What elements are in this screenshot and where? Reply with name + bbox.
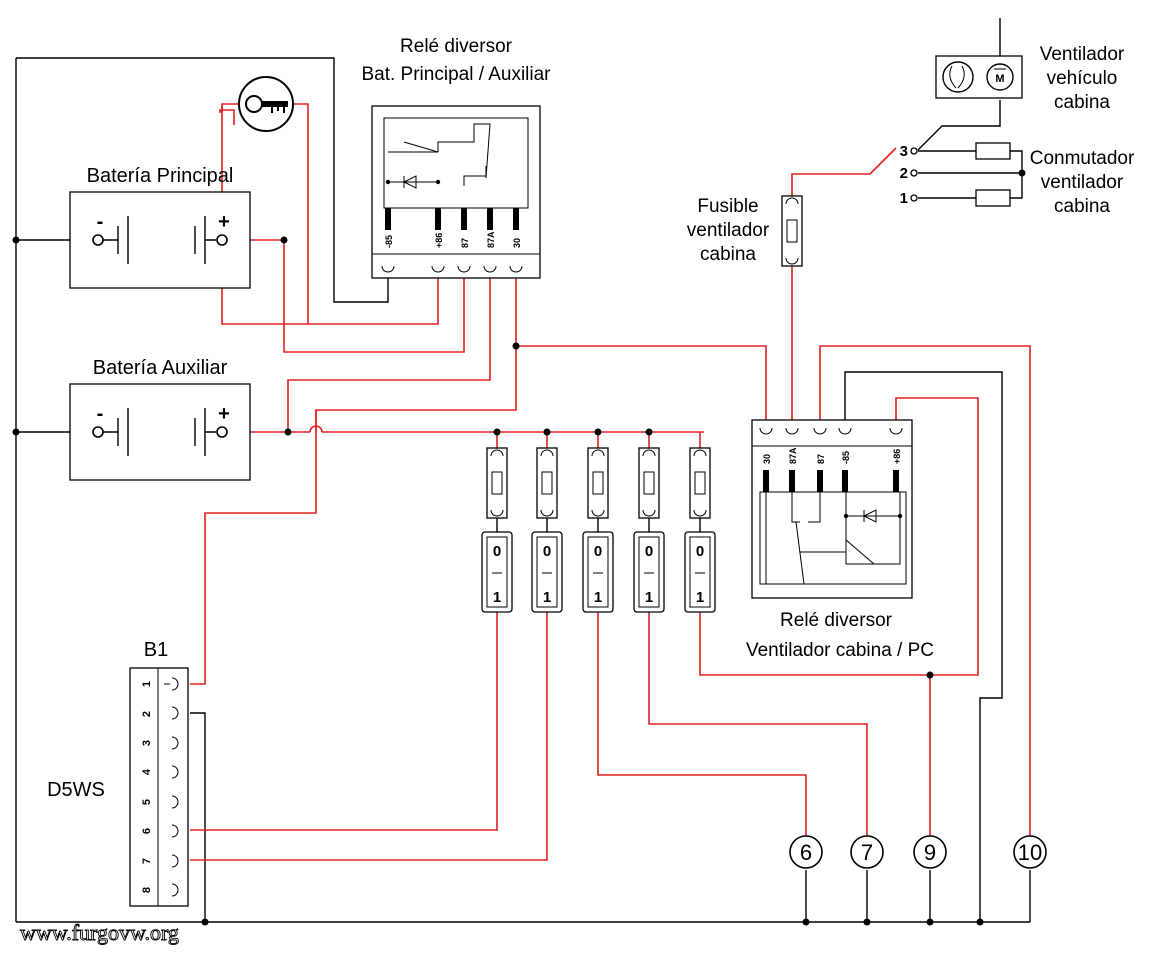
relay-main-pin-label: -85: [384, 235, 394, 248]
connector-pin-label: 2: [141, 711, 153, 717]
relay-main-pin-label: 87A: [486, 231, 496, 248]
terminal-label: 7: [861, 840, 873, 865]
battery-aux: Batería Auxiliar - +: [69, 357, 251, 481]
connector-pins: 1 2 3 4 5 6 7 8: [141, 677, 179, 897]
terminal-label: 10: [1018, 840, 1042, 865]
switch-label-3: cabina: [1054, 196, 1110, 217]
relay-cab-pin-label: 30: [762, 454, 772, 464]
battery-main: Batería Principal - +: [69, 165, 251, 289]
connector-pin-label: 6: [141, 828, 153, 834]
cabin-fuse: Fusible ventilador cabina: [687, 195, 803, 267]
fuse-switch-1: 0 1: [481, 447, 513, 613]
watermark: www.furgovw.org: [20, 920, 179, 945]
switch-on-label: 1: [493, 589, 501, 606]
fuse-switch-4: 0 1: [633, 447, 665, 613]
fuse-label-2: ventilador: [687, 220, 770, 241]
fuse-switch-3: 0 1: [582, 447, 614, 613]
relay-cab-title-2: Ventilador cabina / PC: [746, 640, 934, 661]
connector-pin-label: 3: [141, 740, 153, 746]
switch-off-label: 0: [645, 543, 653, 560]
fan-switch-position: 2: [900, 165, 908, 182]
connector-pin-label: 8: [141, 887, 153, 893]
switch-off-label: 0: [493, 543, 501, 560]
fan-label-3: cabina: [1054, 92, 1110, 113]
battery-main-minus: -: [97, 211, 104, 233]
fan-switch-position: 1: [900, 190, 908, 207]
connector-device: D5WS: [47, 779, 105, 801]
relay-main-title-2: Bat. Principal / Auxiliar: [361, 64, 551, 85]
terminal-label: 6: [800, 840, 812, 865]
connector-name: B1: [144, 639, 168, 661]
relay-cab-pin-label: 87: [816, 454, 826, 464]
relay-main: Relé diversor Bat. Principal / Auxiliar …: [361, 36, 551, 279]
terminals: 6 7 9 10: [789, 835, 1047, 869]
switch-label-2: ventilador: [1041, 172, 1124, 193]
fan-motor-label: M: [995, 73, 1004, 85]
fuse-label-3: cabina: [700, 244, 756, 265]
relay-cab-pin-label: -85: [841, 451, 851, 464]
battery-aux-label: Batería Auxiliar: [93, 357, 228, 379]
battery-main-label: Batería Principal: [87, 165, 234, 187]
fan-switch: 3 2 1 Conmutador ventilador cabina: [900, 142, 1135, 217]
connector-pin-label: 4: [141, 768, 153, 775]
connector-pin-label: 7: [141, 858, 153, 864]
switch-off-label: 0: [696, 543, 704, 560]
connector-pin-label: 1: [141, 681, 153, 687]
key-switch: [238, 76, 294, 132]
switch-off-label: 0: [594, 543, 602, 560]
relay-cab-pin-label: 87A: [788, 447, 798, 464]
switch-on-label: 1: [543, 589, 551, 606]
fan-label-1: Ventilador: [1040, 44, 1125, 65]
relay-cab-pin-label: +86: [892, 449, 902, 464]
relay-main-pin-label: +86: [434, 233, 444, 248]
relay-main-title-1: Relé diversor: [400, 36, 513, 57]
fuse-switch-2: 0 1: [531, 447, 563, 613]
relay-main-pin-label: 87: [460, 238, 470, 248]
cabin-fan: M Ventilador vehículo cabina: [935, 44, 1125, 113]
relay-cab-title-1: Relé diversor: [780, 610, 893, 631]
fuse-label-1: Fusible: [697, 196, 758, 217]
fan-label-2: vehículo: [1047, 68, 1118, 89]
positive-wires: [190, 103, 1031, 861]
battery-aux-minus: -: [97, 403, 104, 425]
connector-pin-label: 5: [141, 799, 153, 805]
switch-on-label: 1: [645, 589, 653, 606]
switch-on-label: 1: [594, 589, 602, 606]
battery-aux-plus: +: [218, 403, 230, 425]
switch-label-1: Conmutador: [1030, 148, 1135, 169]
switch-on-label: 1: [696, 589, 704, 606]
switch-off-label: 0: [543, 543, 551, 560]
relay-main-pin-label: 30: [512, 238, 522, 248]
terminal-label: 9: [924, 840, 936, 865]
relay-cab: 30 87A 87 -85 +86 Relé diversor Ventilad…: [746, 419, 934, 661]
fuse-switch-row: 0 1 0 1 0 1: [481, 447, 716, 613]
fan-switch-position: 3: [900, 143, 908, 160]
relay-main-pins: -85 +86 87 87A 30: [372, 208, 540, 273]
fuse-switch-5: 0 1: [684, 447, 716, 613]
battery-main-plus: +: [218, 211, 230, 233]
junction-dots: [12, 169, 1026, 926]
connector-b1: B1 D5WS 1 2 3 4 5 6 7 8: [47, 639, 189, 907]
